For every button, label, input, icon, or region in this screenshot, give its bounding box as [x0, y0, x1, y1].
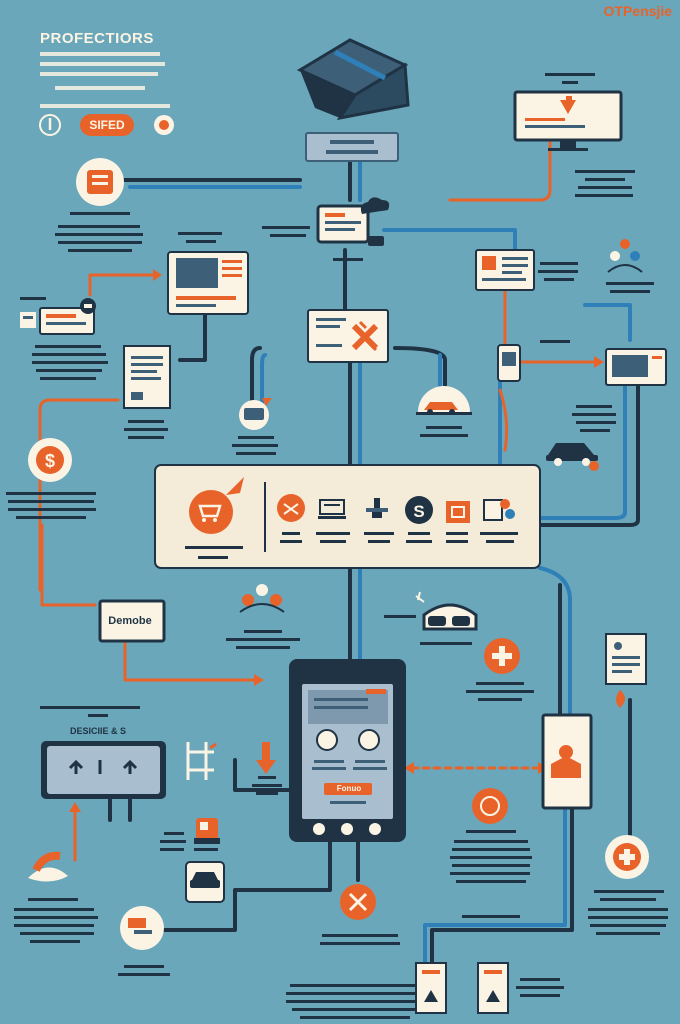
screen-caption: DESICIIE & S	[69, 726, 126, 736]
chat-bubble-icon	[239, 398, 272, 430]
dollar-glyph: $	[45, 451, 55, 471]
car-icon	[416, 386, 472, 415]
clock-icon	[154, 115, 174, 135]
central-banner	[154, 464, 541, 569]
laptop-icon	[316, 204, 384, 246]
mobile-app-card	[475, 249, 535, 291]
vr-headset-icon	[415, 591, 478, 631]
phone-button-label: Fonuo	[336, 784, 362, 793]
tablet-right-icon	[605, 348, 667, 386]
document-icon	[123, 345, 171, 409]
ladder-icon	[186, 742, 217, 780]
team-illustration-icon	[239, 584, 285, 613]
car-window-icon	[185, 861, 225, 903]
control-screen	[41, 741, 166, 799]
demo-screen-label: Demobe	[108, 615, 152, 627]
person-icon	[541, 713, 593, 810]
medical-cross-icon	[484, 638, 520, 674]
status-badge: SIFED	[80, 114, 134, 136]
small-phone-icon	[497, 344, 521, 382]
graph-icon	[80, 298, 96, 314]
brand-logo: OTPensjie	[603, 3, 672, 19]
cloud-icon	[360, 197, 390, 214]
helper-icon	[340, 884, 376, 920]
title-description-lines	[40, 52, 170, 108]
banner-icons: S	[277, 494, 515, 524]
calendar-icon	[446, 501, 470, 523]
coin-icon	[405, 496, 433, 524]
people-icon	[607, 239, 643, 273]
demo-screen-frame	[98, 599, 166, 643]
flag-icon	[366, 498, 388, 518]
profile-text-lines	[55, 212, 143, 252]
download-arrow-icon	[256, 742, 276, 779]
server-box-icon	[296, 38, 410, 121]
medical-badge-icon	[605, 835, 649, 879]
coin-glyph: S	[413, 502, 424, 521]
dollar-icon	[28, 438, 72, 482]
page-title: PROFECTIORS	[40, 30, 154, 47]
shopping-cart-icon	[318, 499, 346, 519]
vehicle-icon	[546, 443, 599, 471]
report-document-icon	[605, 633, 647, 708]
gift-icon	[277, 494, 305, 522]
shopping-bag-icon	[76, 158, 124, 206]
banner-icon-captions	[280, 532, 518, 543]
server-label-panel	[305, 132, 399, 162]
team-icon	[483, 499, 515, 521]
info-icon	[39, 114, 61, 136]
task-card	[307, 309, 389, 363]
helmet-icon	[194, 818, 220, 844]
boat-icon	[28, 851, 68, 882]
tablet-card	[20, 307, 95, 335]
profile-card-left	[415, 962, 447, 1014]
monitor-icon	[513, 90, 623, 151]
settings-sun-icon	[472, 788, 508, 824]
connector-lines	[38, 138, 640, 967]
dashboard-card	[167, 251, 249, 315]
smartphone-icon	[289, 659, 406, 842]
profile-card-right	[477, 962, 509, 1014]
chat-badge-icon	[120, 906, 164, 950]
